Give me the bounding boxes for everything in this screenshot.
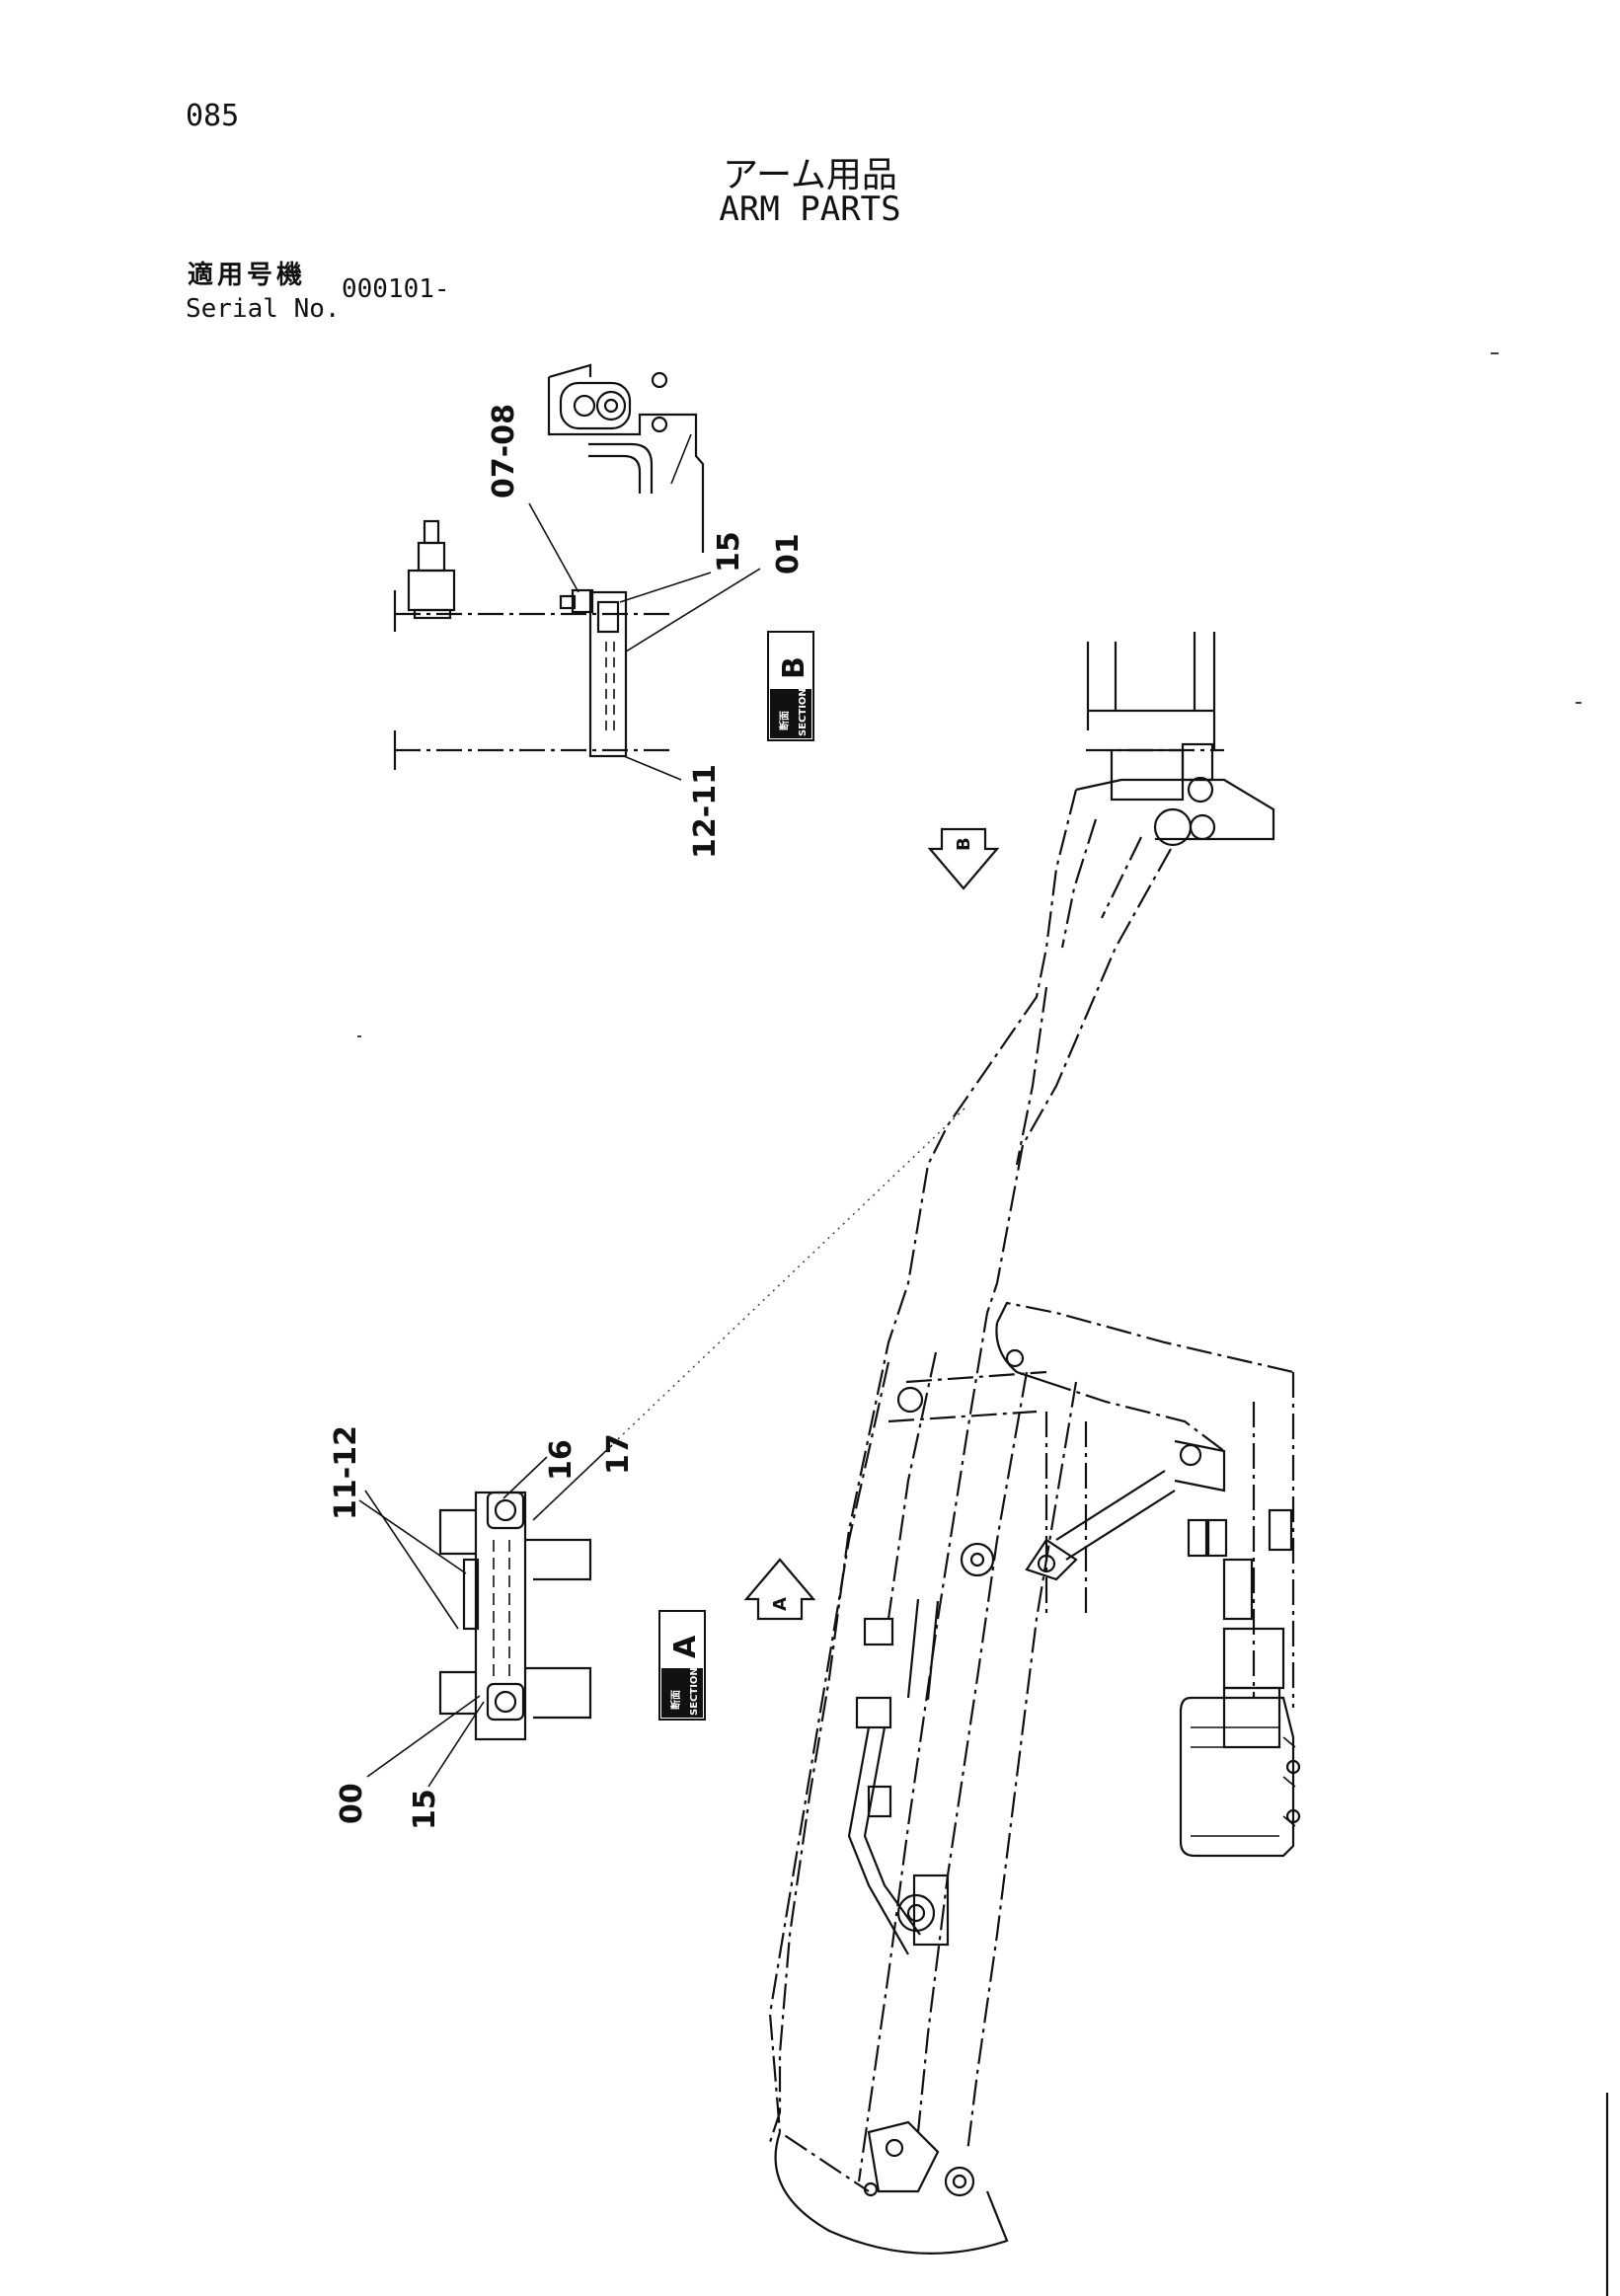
section-b-badge: B SECTION 断面 [767,631,814,741]
upper-bracket-detail [547,363,705,553]
view-arrow-b-letter: B [954,837,974,851]
boom-base [995,1301,1609,2296]
section-b-letter: B [777,656,811,679]
section-b-callouts [528,502,761,781]
page-number: 085 [186,99,240,133]
callout-16: 16 [544,1439,579,1481]
callout-12-11: 12-11 [688,764,723,859]
section-b-caption-ja: 断面 [778,711,791,730]
section-a-callouts [358,1105,968,1788]
section-a-detail [438,1491,592,1741]
section-a-caption-ja: 断面 [669,1690,682,1710]
main-arm [768,632,1275,2255]
serial-number-value: 000101- [342,274,450,304]
view-arrow-a-letter: A [770,1597,791,1611]
serial-label-english: Serial No. [186,294,341,324]
section-b-caption-en: SECTION [798,688,809,736]
view-arrow-a: A [743,1558,816,1621]
callout-15-top: 15 [712,531,746,573]
section-b-detail [393,519,671,770]
serial-label-japanese: 適用号機 [188,261,307,290]
callout-11-12: 11-12 [329,1425,363,1520]
section-a-caption-en: SECTION [689,1667,700,1716]
callout-17: 17 [601,1433,636,1475]
callout-15-bottom: 15 [408,1789,442,1830]
page-title-english: ARM PARTS [719,190,901,229]
page-title-japanese: アーム用品 [723,155,897,195]
callout-01: 01 [771,533,806,574]
section-a-badge: A SECTION 断面 [658,1610,706,1721]
callout-00: 00 [335,1783,369,1824]
callout-07-08: 07-08 [487,404,521,498]
section-a-letter: A [668,1635,703,1658]
view-arrow-b: B [927,827,1000,890]
